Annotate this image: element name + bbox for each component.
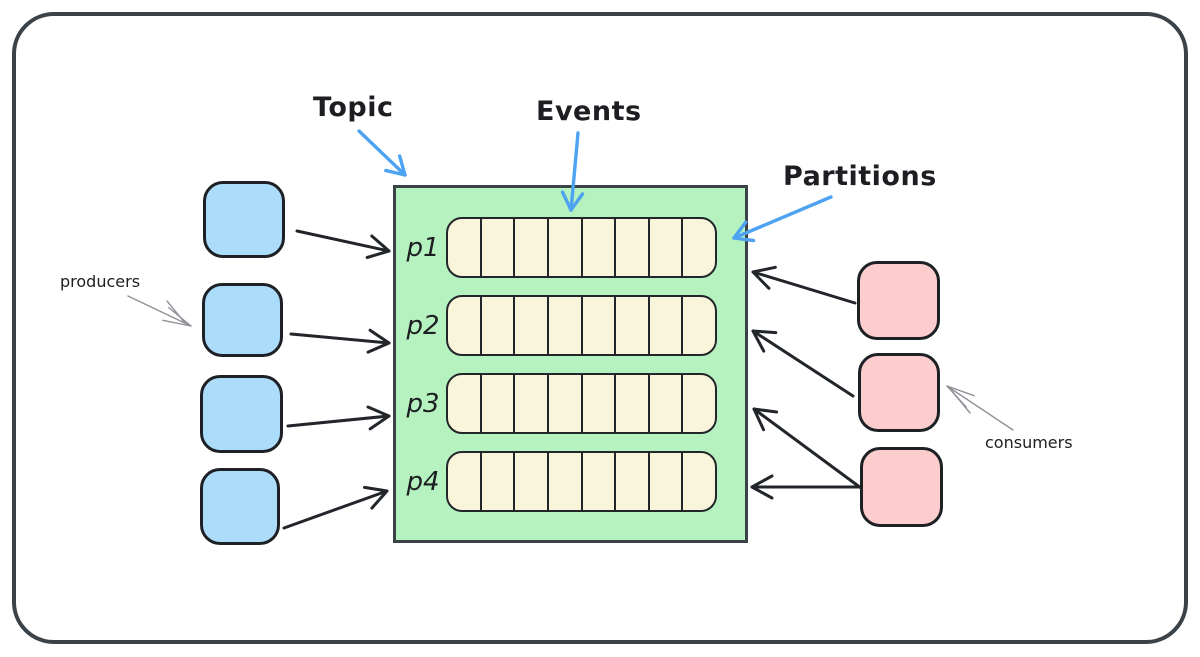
producers-label: producers <box>60 272 141 291</box>
event-slot <box>448 297 482 354</box>
producer-box-2 <box>202 283 283 357</box>
event-slot <box>650 219 684 276</box>
event-slot <box>482 219 516 276</box>
event-slot <box>616 219 650 276</box>
event-slot <box>683 219 715 276</box>
consumers-label: consumers <box>985 433 1073 452</box>
topic-label: Topic <box>313 92 394 123</box>
event-slot <box>549 453 583 510</box>
partition-label: p2 <box>406 310 440 341</box>
partition-row-p4: p4 <box>400 451 717 512</box>
consumer-box-3 <box>860 447 943 527</box>
event-slot <box>448 375 482 432</box>
consumer-box-2 <box>858 353 940 432</box>
event-slot <box>515 219 549 276</box>
events-label: Events <box>536 96 642 127</box>
event-slot <box>515 375 549 432</box>
event-slot <box>650 453 684 510</box>
event-slot <box>515 453 549 510</box>
event-slot <box>583 219 617 276</box>
event-slot <box>515 297 549 354</box>
partition-row-p1: p1 <box>400 217 717 278</box>
event-slot <box>448 453 482 510</box>
event-slot <box>583 375 617 432</box>
event-slot <box>448 219 482 276</box>
partition-row-p2: p2 <box>400 295 717 356</box>
partition-track <box>446 217 717 278</box>
producer-box-1 <box>203 181 285 258</box>
partition-label: p1 <box>406 232 440 263</box>
event-slot <box>683 297 715 354</box>
event-slot <box>549 375 583 432</box>
outer-frame <box>12 12 1188 644</box>
event-slot <box>683 453 715 510</box>
partition-row-p3: p3 <box>400 373 717 434</box>
event-slot <box>616 375 650 432</box>
partitions-label: Partitions <box>783 161 937 192</box>
event-slot <box>583 297 617 354</box>
producer-box-4 <box>200 468 280 545</box>
partition-track <box>446 451 717 512</box>
consumer-box-1 <box>857 261 940 340</box>
partition-track <box>446 373 717 434</box>
producer-box-3 <box>200 375 283 453</box>
partition-label: p4 <box>406 466 440 497</box>
event-slot <box>583 453 617 510</box>
partition-track <box>446 295 717 356</box>
event-slot <box>683 375 715 432</box>
event-slot <box>482 375 516 432</box>
event-slot <box>549 219 583 276</box>
event-slot <box>549 297 583 354</box>
event-slot <box>650 375 684 432</box>
event-slot <box>650 297 684 354</box>
event-slot <box>482 453 516 510</box>
partition-label: p3 <box>406 388 440 419</box>
event-slot <box>616 453 650 510</box>
event-slot <box>616 297 650 354</box>
event-slot <box>482 297 516 354</box>
